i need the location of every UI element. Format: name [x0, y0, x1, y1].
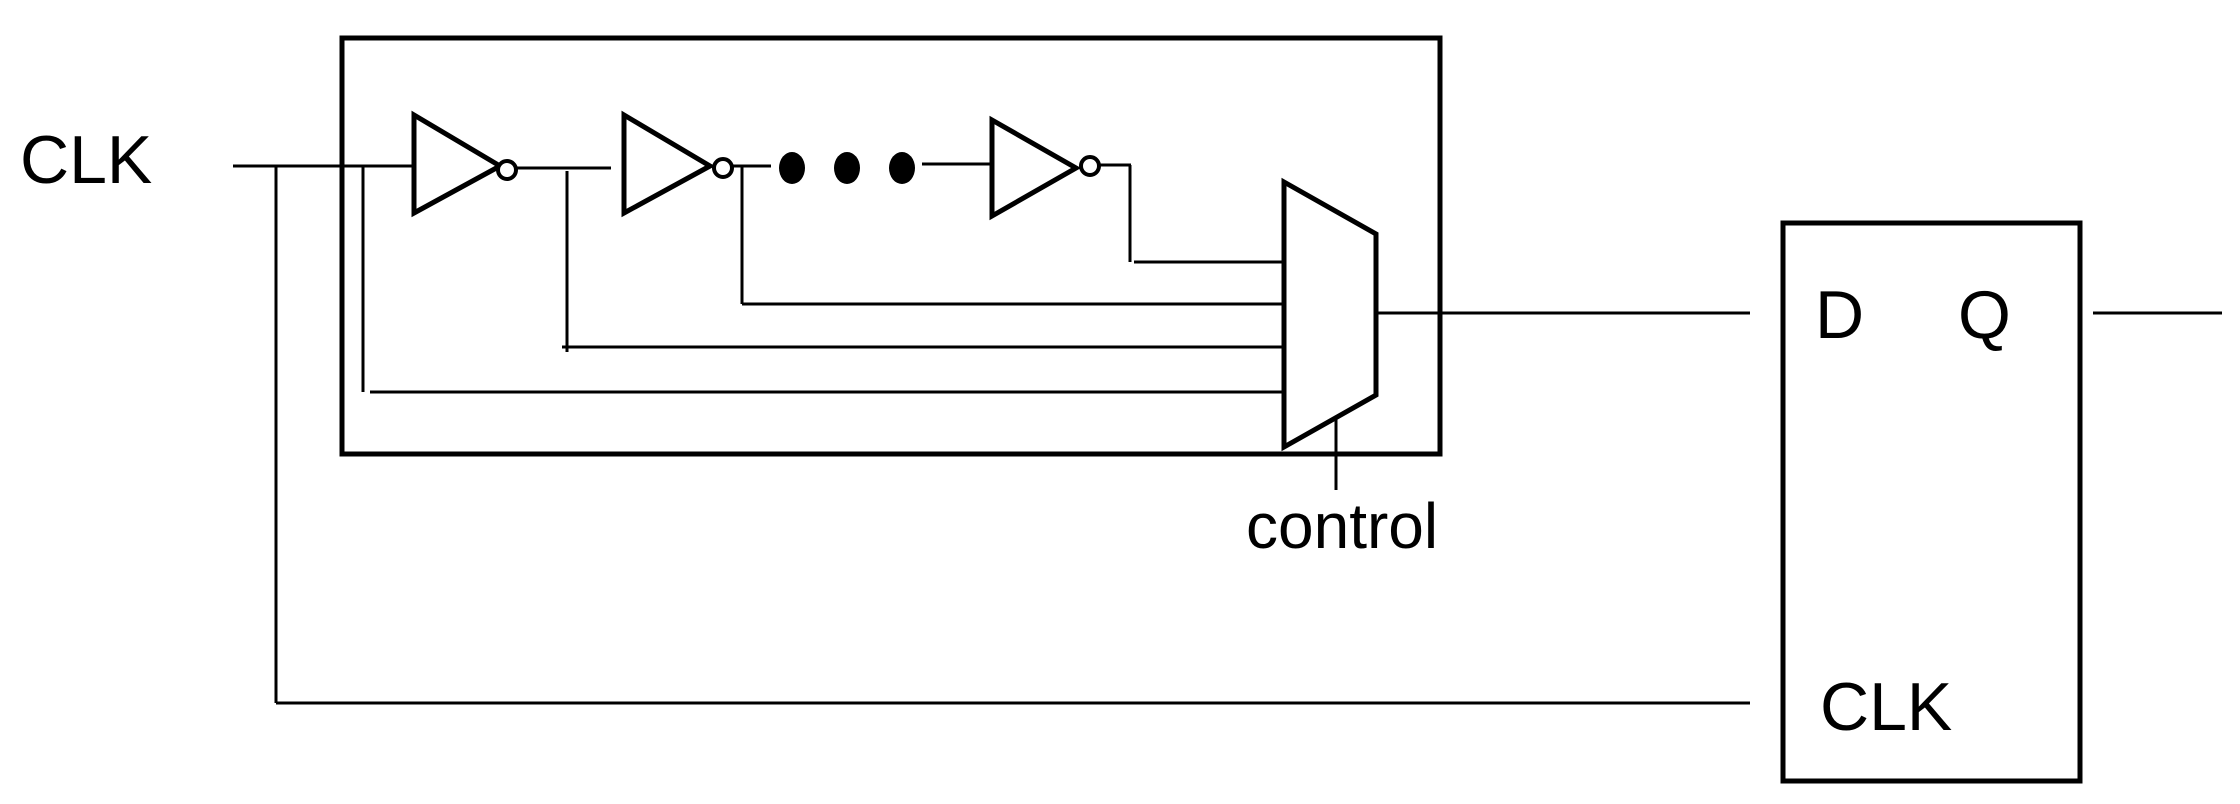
delay-block-outline: [339, 35, 1443, 457]
ellipsis-dot-1: [779, 152, 805, 184]
inverter-1-triangle: [411, 110, 506, 218]
inverter-2-bubble: [712, 157, 734, 179]
ellipsis-dot-2: [834, 152, 860, 184]
inverter-n-triangle: [989, 115, 1082, 221]
inverter-2-triangle: [621, 110, 716, 218]
flip-flop-box: [1780, 220, 2083, 784]
ff-clk-label: CLK: [1820, 669, 1952, 745]
clk-input-label: CLK: [20, 122, 152, 198]
control-label: control: [1246, 490, 1438, 562]
multiplexer: [1281, 177, 1379, 452]
inverter-1-bubble: [496, 159, 518, 181]
inverter-n-bubble: [1079, 155, 1101, 177]
ellipsis-dot-3: [889, 152, 915, 184]
ff-q-label: Q: [1958, 277, 2011, 353]
ff-d-label: D: [1815, 277, 1864, 353]
